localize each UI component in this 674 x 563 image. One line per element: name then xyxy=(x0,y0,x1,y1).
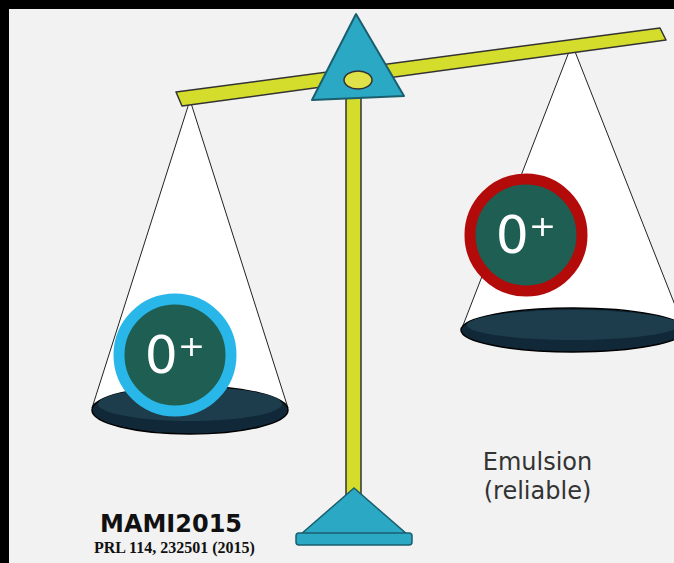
circle-shape xyxy=(470,179,582,291)
balance-foot xyxy=(296,533,412,545)
emulsion-label: Emulsion (reliable) xyxy=(470,448,605,506)
balance-post xyxy=(346,90,361,505)
right-pan-top xyxy=(467,310,674,340)
right-pan-cone xyxy=(462,44,674,328)
mami-label: MAMI2015 xyxy=(100,510,242,539)
balance-base xyxy=(300,488,408,535)
right-pan xyxy=(461,308,674,352)
pivot-pin xyxy=(344,71,372,89)
circle-shape xyxy=(119,299,231,411)
pivot-triangle xyxy=(312,14,404,100)
blue-circle: 0⁺ xyxy=(113,293,237,417)
red-circle: 0⁺ xyxy=(464,173,588,297)
circle-label: 0⁺ xyxy=(496,205,557,265)
reference-label: PRL 114, 232501 (2015) xyxy=(94,538,255,557)
balance-beam xyxy=(176,28,666,106)
circle-label: 0⁺ xyxy=(145,325,206,385)
